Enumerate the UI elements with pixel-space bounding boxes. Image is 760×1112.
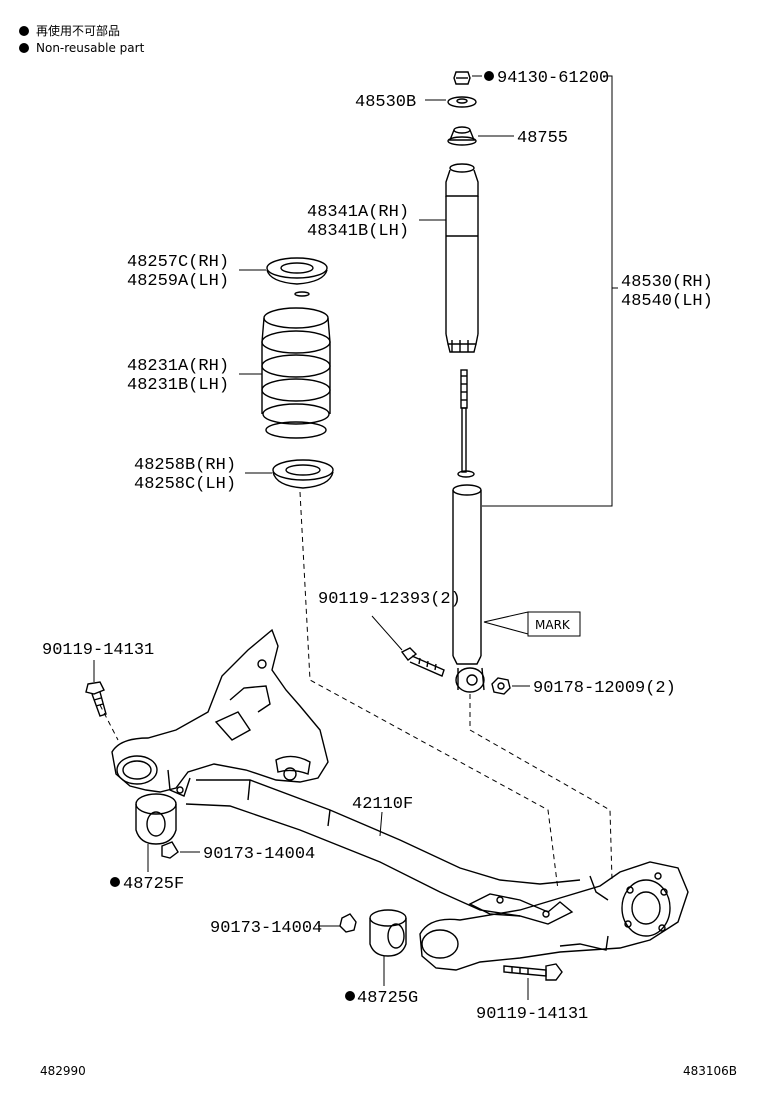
- nut-90173-14004-a-drawing: [161, 841, 179, 859]
- axle-beam-42110f-drawing: [111, 628, 689, 971]
- part-label-48259a-lh: 48259A(LH): [127, 272, 229, 291]
- footer-code-right: 483106B: [683, 1064, 737, 1078]
- bolt-90119-12393-drawing: [400, 647, 445, 677]
- part-label-48341b-lh: 48341B(LH): [307, 222, 409, 241]
- part-label-90173-14004-a: 90173-14004: [203, 845, 315, 864]
- part-label-48725g: 48725G: [357, 989, 418, 1008]
- part-label-90119-14131-bottom: 90119-14131: [476, 1005, 588, 1024]
- part-label-48258c-lh: 48258C(LH): [134, 475, 236, 494]
- bushing-48725f-drawing: [135, 793, 177, 845]
- part-label-48540-lh: 48540(LH): [621, 292, 713, 311]
- part-label-48258b-rh: 48258B(RH): [134, 456, 236, 475]
- nut-90178-drawing: [491, 677, 511, 695]
- shock-absorber-drawing: [452, 369, 485, 693]
- legend: 再使用不可部品 Non-reusable part: [19, 23, 145, 55]
- bolt-90119-14131-bottom-drawing: [503, 963, 563, 981]
- part-label-90173-14004-b: 90173-14004: [210, 919, 322, 938]
- mark-label: MARK: [535, 618, 571, 632]
- alignment-dashed-line: [299, 491, 559, 891]
- non-reusable-bullet-icon: [19, 43, 29, 53]
- alignment-dashed-line: [99, 704, 119, 741]
- footer-code-left: 482990: [40, 1064, 86, 1078]
- part-label-48231a-rh: 48231A(RH): [127, 357, 229, 376]
- non-reusable-bullet-icon: [345, 991, 355, 1001]
- non-reusable-bullet-icon: [484, 71, 494, 81]
- legend-text-en: Non-reusable part: [36, 41, 145, 55]
- coil-spring-drawing: [261, 307, 331, 439]
- nut-94130-drawing: [453, 71, 471, 85]
- washer-48530b-drawing: [447, 96, 477, 108]
- part-label-42110f: 42110F: [352, 795, 413, 814]
- bushing-48725g-drawing: [369, 909, 407, 957]
- non-reusable-bullet-icon: [19, 26, 29, 36]
- non-reusable-bullet-icon: [110, 877, 120, 887]
- part-label-48530b: 48530B: [355, 93, 416, 112]
- part-label-48257c-rh: 48257C(RH): [127, 253, 229, 272]
- legend-text-jp: 再使用不可部品: [36, 23, 120, 38]
- part-label-48755: 48755: [517, 129, 568, 148]
- mark-tag: MARK: [483, 611, 581, 637]
- dust-boot-48341-drawing: [445, 163, 479, 353]
- part-label-48530-rh: 48530(RH): [621, 273, 713, 292]
- part-label-90119-12393: 90119-12393(2): [318, 590, 461, 609]
- part-label-48341a-rh: 48341A(RH): [307, 203, 409, 222]
- part-label-48231b-lh: 48231B(LH): [127, 376, 229, 395]
- lower-spring-seat-drawing: [272, 459, 334, 489]
- bushing-48755-drawing: [447, 126, 477, 146]
- part-label-94130-61200: 94130-61200: [497, 69, 609, 88]
- upper-spring-seat-drawing: [266, 257, 328, 297]
- alignment-dashed-line: [469, 694, 613, 881]
- part-label-90119-14131-top: 90119-14131: [42, 641, 154, 660]
- part-label-90178-12009: 90178-12009(2): [533, 679, 676, 698]
- nut-90173-14004-b-drawing: [339, 913, 357, 933]
- part-label-48725f: 48725F: [123, 875, 184, 894]
- bolt-90119-14131-top-drawing: [85, 681, 107, 717]
